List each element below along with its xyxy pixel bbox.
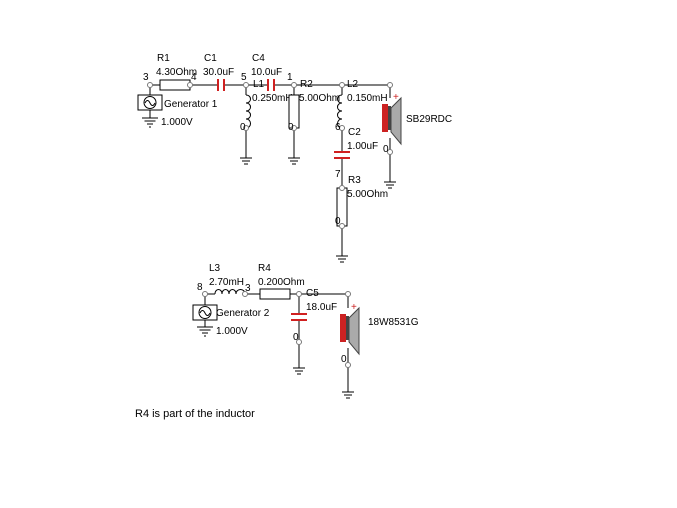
node-label-4: 4	[191, 72, 197, 83]
speaker-1-label: SB29RDC	[406, 114, 452, 125]
generator-2-label: Generator 2	[216, 308, 270, 319]
c2-value: 1.00uF	[347, 141, 378, 152]
node-label-8: 8	[197, 282, 203, 293]
circuit-2: L3 2.70mH R4 0.200Ohm C5 18.0uF Generato…	[192, 263, 419, 399]
speaker-18w8531g	[340, 306, 360, 356]
c2-name: C2	[348, 127, 361, 138]
circuit-1: R1 4.30Ohm C1 30.0uF C4 10.0uF L1 0.250m…	[137, 53, 452, 263]
speaker-1-polarity: +	[393, 92, 399, 103]
c4-value: 10.0uF	[251, 67, 282, 78]
node-label-0-spk2: 0	[341, 354, 347, 365]
l2-name: L2	[347, 79, 359, 90]
c5-value: 18.0uF	[306, 302, 337, 313]
r4-value: 0.200Ohm	[258, 277, 305, 288]
r4-name: R4	[258, 263, 271, 274]
c5-name: C5	[306, 288, 319, 299]
inductor-l2	[337, 94, 343, 129]
r1-name: R1	[157, 53, 170, 64]
schematic-note: R4 is part of the inductor	[135, 408, 255, 420]
node-label-0-r3: 0	[335, 216, 341, 227]
r1-value: 4.30Ohm	[156, 67, 197, 78]
node-markers-circuit-1	[147, 82, 393, 229]
generator-2	[192, 304, 218, 321]
ground-symbols-circuit-2	[197, 326, 354, 399]
generator-1	[137, 94, 163, 111]
l3-value: 2.70mH	[209, 277, 244, 288]
generator-1-value: 1.000V	[161, 117, 193, 128]
r2-name: R2	[300, 79, 313, 90]
speaker-2-polarity: +	[351, 302, 357, 313]
inductor-l3	[214, 289, 246, 295]
l3-name: L3	[209, 263, 221, 274]
c1-value: 30.0uF	[203, 67, 234, 78]
node-label-1: 1	[287, 72, 293, 83]
c4-name: C4	[252, 53, 265, 64]
node-label-0-l1: 0	[240, 122, 246, 133]
inductor-l1	[245, 94, 251, 129]
l1-value: 0.250mH	[252, 93, 293, 104]
r2-value: 5.00Ohm	[299, 93, 340, 104]
resistor-r1	[159, 79, 191, 91]
node-markers-circuit-2	[202, 291, 351, 368]
node-label-3: 3	[143, 72, 149, 83]
node-label-6: 6	[335, 122, 341, 133]
r3-name: R3	[348, 175, 361, 186]
node-label-5: 5	[241, 72, 247, 83]
generator-1-label: Generator 1	[164, 99, 218, 110]
wires-circuit-1	[149, 84, 391, 256]
c1-name: C1	[204, 53, 217, 64]
speaker-2-label: 18W8531G	[368, 317, 419, 328]
resistor-r4	[259, 288, 291, 300]
r3-value: 5.00Ohm	[347, 189, 388, 200]
node-label-7: 7	[335, 169, 341, 180]
node-label-0-r2: 0	[288, 122, 294, 133]
node-label-3-c2: 3	[245, 283, 251, 294]
ground-symbols-circuit-1	[142, 117, 396, 263]
node-label-0-c5: 0	[293, 332, 299, 343]
node-label-0-spk: 0	[383, 144, 389, 155]
speaker-sb29rdc	[382, 96, 402, 146]
l1-name: L1	[253, 79, 265, 90]
generator-2-value: 1.000V	[216, 326, 248, 337]
l2-value: 0.150mH	[347, 93, 388, 104]
